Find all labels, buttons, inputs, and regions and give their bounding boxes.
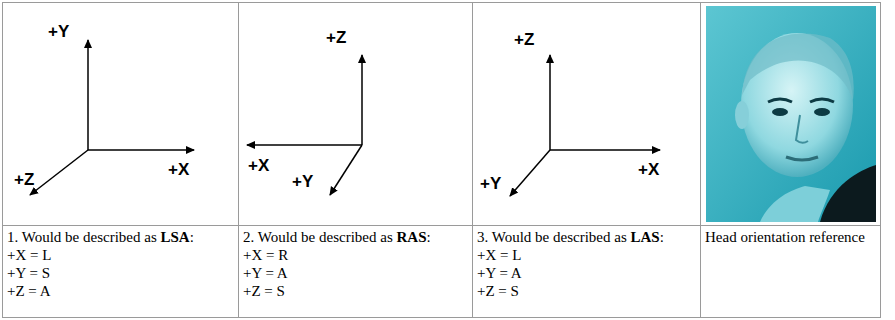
orientation-code: LAS xyxy=(630,229,659,245)
caption-line: +X = R xyxy=(243,246,288,264)
caption-text: : xyxy=(190,229,194,245)
axis-label: +Z xyxy=(14,170,34,190)
axis-label: +Y xyxy=(292,172,313,192)
caption-line: +Y = A xyxy=(477,264,522,282)
axis-label: +X xyxy=(248,156,269,176)
axis-label: +Y xyxy=(48,22,69,42)
caption-line: +Z = S xyxy=(243,282,285,300)
caption-line: +Z = A xyxy=(7,282,51,300)
caption-line: Head orientation reference xyxy=(705,228,865,246)
caption-text: +Y = A xyxy=(243,265,288,281)
caption-text: +Z = S xyxy=(243,283,285,299)
orientation-code: RAS xyxy=(396,229,426,245)
axis-label: +X xyxy=(168,160,189,180)
caption-text: +Z = A xyxy=(7,283,51,299)
caption-line: +Y = A xyxy=(243,264,288,282)
caption-text: +Z = S xyxy=(477,283,519,299)
caption-text: : xyxy=(660,229,664,245)
caption-text: +Y = S xyxy=(7,265,50,281)
axis-label: +Z xyxy=(326,28,346,48)
caption-line: 3. Would be described asLAS: xyxy=(477,228,664,246)
caption-text: : xyxy=(427,229,431,245)
caption-text: +X = L xyxy=(477,247,521,263)
caption-text: 3. Would be described as xyxy=(477,229,627,245)
caption-text: 2. Would be described as xyxy=(243,229,393,245)
caption-text: +X = L xyxy=(7,247,51,263)
head-photo xyxy=(706,6,876,222)
axis-label: +Y xyxy=(480,174,501,194)
axis-label: +Z xyxy=(514,30,534,50)
caption-text: 1. Would be described as xyxy=(7,229,157,245)
caption-text: +X = R xyxy=(243,247,288,263)
axis-label: +X xyxy=(638,160,659,180)
caption-text: Head orientation reference xyxy=(705,229,865,245)
orientation-code: LSA xyxy=(160,229,189,245)
caption-line: +X = L xyxy=(7,246,51,264)
caption-line: 1. Would be described asLSA: xyxy=(7,228,194,246)
caption-line: +Y = S xyxy=(7,264,50,282)
caption-text: +Y = A xyxy=(477,265,522,281)
caption-line: +X = L xyxy=(477,246,521,264)
caption-line: 2. Would be described asRAS: xyxy=(243,228,431,246)
caption-line: +Z = S xyxy=(477,282,519,300)
